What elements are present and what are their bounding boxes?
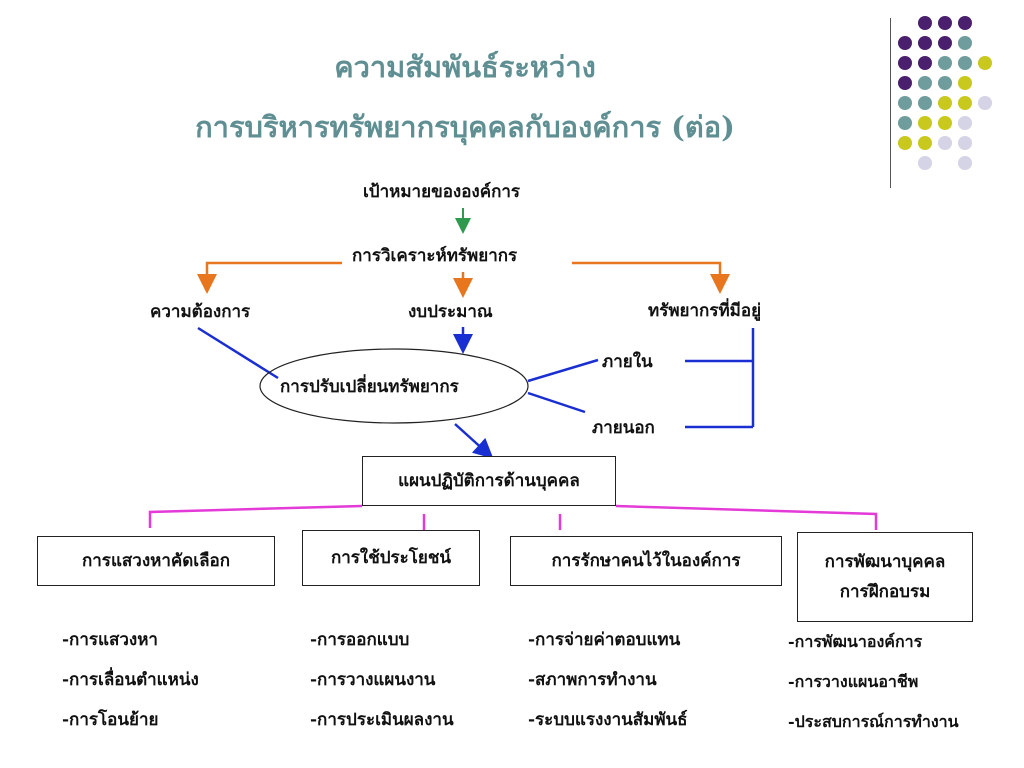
decorative-dot <box>898 96 912 110</box>
node-goal: เป้าหมายขององค์การ <box>363 182 521 202</box>
box-retention: การรักษาคนไว้ในองค์การ <box>510 536 782 586</box>
decorative-dot <box>938 116 952 130</box>
box-utilization-label: การใช้ประโยชน์ <box>330 548 452 568</box>
box-development-line2: การฝึกอบรม <box>839 582 931 602</box>
list-item: -ระบบแรงงานสัมพันธ์ <box>528 710 688 730</box>
decorative-dot <box>958 156 972 170</box>
decorative-dot <box>958 136 972 150</box>
blue-adjust-to-internal <box>527 358 599 383</box>
blue-adjust-to-plan <box>454 423 494 459</box>
box-recruitment: การแสวงหาคัดเลือก <box>37 536 275 586</box>
node-needs: ความต้องการ <box>150 302 251 322</box>
decorative-dot <box>898 136 912 150</box>
list-item: -การโอนย้าย <box>62 710 159 730</box>
node-existing: ทรัพยากรที่มีอยู่ <box>648 301 762 321</box>
list-recruitment: -การแสวงหา -การเลื่อนตำแหน่ง -การโอนย้าย <box>62 620 199 740</box>
blue-adjust-to-external <box>527 391 586 414</box>
list-item: -การจ่ายค่าตอบแทน <box>528 630 681 650</box>
decorative-dot <box>898 36 912 50</box>
node-internal: ภายใน <box>602 352 653 372</box>
decorative-dot <box>938 96 952 110</box>
box-recruitment-label: การแสวงหาคัดเลือก <box>81 551 231 571</box>
blue-needs-to-adjust <box>197 326 279 380</box>
decorative-dot <box>938 136 952 150</box>
orange-branch-right <box>572 261 730 294</box>
decorative-dot <box>978 56 992 70</box>
decorative-dot <box>918 116 932 130</box>
box-utilization: การใช้ประโยชน์ <box>302 530 480 586</box>
list-item: -ประสบการณ์การทำงาน <box>788 712 959 731</box>
list-utilization: -การออกแบบ -การวางแผนงาน -การประเมินผลงา… <box>310 620 454 740</box>
decorative-dot <box>898 116 912 130</box>
page-title-line1: ความสัมพันธ์ระหว่าง <box>334 50 596 84</box>
decorative-dot <box>938 16 952 30</box>
decorative-dot <box>918 16 932 30</box>
adjust-ellipse <box>259 348 529 424</box>
plan-box-label: แผนปฏิบัติการด้านบุคคล <box>398 471 580 491</box>
list-item: -การแสวงหา <box>62 630 158 650</box>
decorative-dot <box>918 36 932 50</box>
decorative-dot <box>918 76 932 90</box>
decorative-vertical-rule <box>890 18 891 188</box>
page-title-line2: การบริหารทรัพยากรบุคคลกับองค์การ (ต่อ) <box>195 110 735 144</box>
orange-branch-left <box>197 261 342 294</box>
list-item: -การวางแผนงาน <box>310 670 436 690</box>
node-analysis: การวิเคราะห์ทรัพยากร <box>352 246 518 266</box>
decorative-dot <box>958 116 972 130</box>
list-item: -สภาพการทำงาน <box>528 670 657 690</box>
decorative-dot <box>898 76 912 90</box>
decorative-dot <box>918 96 932 110</box>
list-development: -การพัฒนาองค์การ -การวางแผนอาชีพ -ประสบก… <box>788 622 959 742</box>
box-development-line1: การพัฒนาบุคคล <box>824 552 946 572</box>
node-budget: งบประมาณ <box>408 302 493 322</box>
list-item: -การออกแบบ <box>310 630 410 650</box>
box-retention-label: การรักษาคนไว้ในองค์การ <box>551 551 741 571</box>
decorative-dot <box>898 56 912 70</box>
decorative-dot <box>978 96 992 110</box>
node-adjust: การปรับเปลี่ยนทรัพยากร <box>280 377 459 397</box>
list-item: -การเลื่อนตำแหน่ง <box>62 670 199 690</box>
decorative-dot <box>938 76 952 90</box>
list-item: -การประเมินผลงาน <box>310 710 454 730</box>
list-item: -การวางแผนอาชีพ <box>788 672 919 691</box>
decorative-dot <box>918 156 932 170</box>
decorative-dot <box>958 36 972 50</box>
magenta-branch-right <box>615 504 878 530</box>
magenta-branch-left <box>148 504 363 528</box>
node-external: ภายนอก <box>592 418 655 438</box>
decorative-dot <box>958 96 972 110</box>
box-development: การพัฒนาบุคคล การฝึกอบรม <box>797 532 973 622</box>
plan-box: แผนปฏิบัติการด้านบุคคล <box>362 456 616 506</box>
decorative-dot <box>918 136 932 150</box>
decorative-dot <box>938 56 952 70</box>
list-item: -การพัฒนาองค์การ <box>788 632 923 651</box>
decorative-dot <box>958 16 972 30</box>
list-retention: -การจ่ายค่าตอบแทน -สภาพการทำงาน -ระบบแรง… <box>528 620 688 740</box>
decorative-dot <box>938 36 952 50</box>
decorative-dot <box>958 56 972 70</box>
decorative-dot <box>958 76 972 90</box>
decorative-dot <box>918 56 932 70</box>
